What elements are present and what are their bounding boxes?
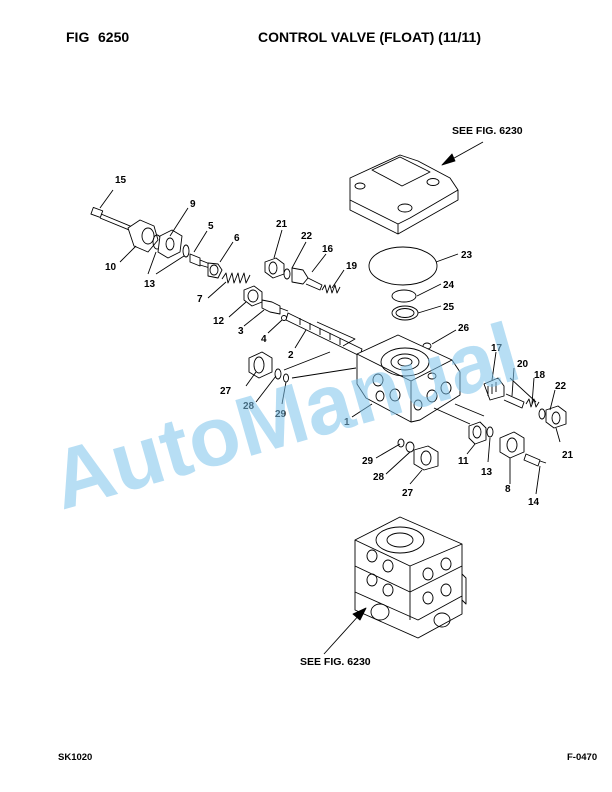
callout-29-lower: 29 [362,456,374,467]
callout-21-right: 21 [562,450,574,461]
plate-9 [157,229,183,259]
valve-body-1 [356,334,461,423]
o-ring-23 [368,246,438,286]
callout-27-lower: 27 [402,488,414,499]
cap-27-upper [248,351,273,379]
cap-8 [499,431,525,459]
callout-10: 10 [105,262,117,273]
cap-21-upper [264,257,285,279]
callout-12: 12 [213,316,225,327]
cap-11 [468,421,487,445]
spring-19 [321,284,341,294]
callout-26: 26 [458,323,470,334]
page-title: CONTROL VALVE (FLOAT) (11/11) [258,29,481,45]
callout-5: 5 [208,221,214,232]
footer-drawing-code: F-0470 [567,752,598,763]
callout-23: 23 [461,250,473,261]
callout-24: 24 [443,280,455,291]
callout-1: 1 [344,417,350,428]
pin-20 [503,393,525,409]
watermark-text: AutoManual [41,304,529,527]
callout-28-upper: 28 [243,401,255,412]
callout-17: 17 [491,343,503,354]
callout-7: 7 [197,294,203,305]
callout-13-right: 13 [481,467,493,478]
callout-3: 3 [238,326,244,337]
callout-4: 4 [261,334,267,345]
footer-model-code: SK1020 [58,752,93,763]
top-cover-part [349,154,459,235]
callout-25: 25 [443,302,455,313]
see-fig-bottom: SEE FIG. 6230 [300,656,371,668]
callout-22-upper: 22 [301,231,313,242]
bolt-14 [523,453,547,467]
callout-13-left: 13 [144,279,156,290]
callout-28-lower: 28 [373,472,385,483]
callout-6: 6 [234,233,240,244]
callout-21-upper: 21 [276,219,288,230]
cap-27-lower [413,445,439,471]
see-fig-top: SEE FIG. 6230 [452,125,523,137]
callout-19: 19 [346,261,358,272]
o-ring-24 [391,289,417,303]
piece-16 [291,267,323,291]
figure-label: FIG [66,29,90,45]
cap-10 [127,219,159,253]
bottom-reference-arrow [323,612,362,655]
piece-6 [207,262,223,279]
piece-17 [483,377,505,401]
callout-29-upper: 29 [275,409,287,420]
seat-5 [189,253,211,269]
callout-15: 15 [115,175,127,186]
lower-valve-block [354,516,467,639]
callout-11: 11 [458,456,469,467]
callout-18: 18 [534,370,546,381]
spring-7 [221,272,251,284]
figure-number: 6250 [98,29,130,45]
piece-3 [261,299,289,315]
callout-9: 9 [190,199,196,210]
callout-27-upper: 27 [220,386,232,397]
callout-22-right: 22 [555,381,567,392]
callout-20: 20 [517,359,529,370]
callout-8: 8 [505,484,511,495]
cap-21-right [545,405,567,429]
callout-16: 16 [322,244,334,255]
cap-12 [243,285,263,307]
callout-2: 2 [288,350,294,361]
callout-14: 14 [528,497,540,508]
